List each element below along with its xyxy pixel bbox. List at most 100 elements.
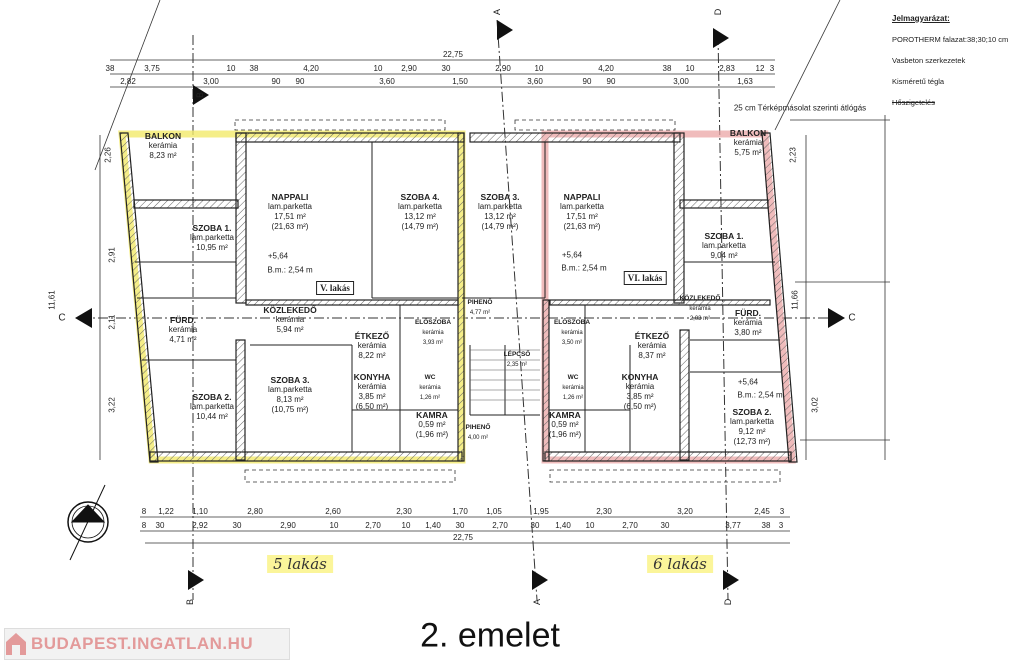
room-name: SZOBA 2.	[192, 392, 232, 402]
room-name: ÉTKEZŐ	[634, 331, 670, 341]
room-name: KÖZLEKEDŐ	[679, 295, 721, 302]
level-mark: +5,64	[267, 251, 289, 261]
room-area: 8,37 m²	[638, 351, 666, 360]
dimension-label: 3,77	[725, 521, 741, 530]
room-floor: kerámia	[625, 382, 655, 391]
legend-item: Hőszigetelés	[892, 98, 935, 107]
room-floor: kerámia	[148, 141, 178, 150]
dimension-label: 1,50	[452, 77, 468, 86]
room-height: B.m.: 2,54 m	[561, 263, 607, 273]
dimension-label: 30	[232, 521, 242, 530]
dimension-label: 3,20	[677, 507, 693, 516]
dimension-label: 30	[155, 521, 165, 530]
section-markers	[75, 20, 845, 590]
dimension-label: 2,82	[120, 77, 136, 86]
dimension-label: 4,20	[303, 64, 319, 73]
dimension-label: 90	[295, 77, 305, 86]
room-name: WC	[424, 374, 436, 381]
dimension-label: 2,83	[719, 64, 735, 73]
room-area: 3,50 m²	[561, 340, 583, 346]
room-floor: kerámia	[357, 341, 387, 350]
room-floor: lam.parketta	[267, 385, 313, 394]
logo-text: BUDAPEST.INGATLAN.HU	[31, 634, 254, 653]
room-area: 3,93 m²	[422, 340, 444, 346]
room-name: KONYHA	[621, 372, 659, 382]
dimension-label: 3,60	[527, 77, 543, 86]
dimension-label: 3,00	[673, 77, 689, 86]
dimension-label: 2,45	[754, 507, 770, 516]
dimension-label: 1,22	[158, 507, 174, 516]
room-floor: kerámia	[422, 330, 444, 336]
room-area: 1,26 m²	[419, 395, 441, 401]
dimension-label: 2,91	[107, 247, 117, 263]
dimension-label: 90	[271, 77, 281, 86]
room-floor: kerámia	[561, 330, 583, 336]
legend-item: POROTHERM falazat:38;30;10 cm	[892, 35, 1009, 44]
room-floor: lam.parketta	[729, 417, 775, 426]
room-label: ELŐSZOBA kerámia 3,50 m²	[554, 318, 590, 348]
dimension-label: 3,00	[203, 77, 219, 86]
dimension-label: 2,23	[788, 147, 798, 163]
section-label-d: D	[713, 8, 723, 16]
room-area: 4,00 m²	[467, 435, 489, 441]
room-area: 4,71 m²	[169, 335, 197, 344]
room-floor: lam.parketta	[189, 233, 235, 242]
room-area: 1,26 m²	[562, 395, 584, 401]
room-area: 8,22 m²	[358, 351, 386, 360]
room-name: SZOBA 1.	[192, 223, 232, 233]
room-floor: lam.parketta	[397, 202, 443, 211]
room-gross: (1,96 m²)	[548, 430, 582, 439]
dimension-label: 90	[582, 77, 592, 86]
room-floor: kerámia	[637, 341, 667, 350]
room-gross: (21,63 m²)	[271, 222, 309, 231]
dimension-label: 22,75	[452, 533, 474, 542]
room-gross: (21,63 m²)	[563, 222, 601, 231]
dimension-label: 2,26	[103, 147, 113, 163]
room-area: 13,12 m²	[484, 212, 516, 221]
north-arrow-icon	[67, 484, 109, 561]
dimension-label: 22,75	[442, 50, 464, 59]
dimension-label: 30	[660, 521, 670, 530]
section-label-c: C	[848, 312, 856, 324]
dimension-label: 10	[226, 64, 236, 73]
room-floor: lam.parketta	[701, 241, 747, 250]
room-floor: kerámia	[275, 315, 305, 324]
room-name: NAPPALI	[563, 192, 601, 202]
room-area: 0,59 m²	[551, 420, 579, 429]
room-name: WC	[567, 374, 579, 381]
dimension-label: 90	[606, 77, 616, 86]
room-floor: lam.parketta	[477, 202, 523, 211]
room-name: PIHENŐ	[467, 299, 493, 306]
section-label-b: B	[185, 598, 195, 606]
dimension-label: 12	[755, 64, 765, 73]
room-gross: (14,79 m²)	[401, 222, 439, 231]
room-area: 9,12 m²	[738, 427, 766, 436]
unit-label-left: V. lakás	[316, 281, 354, 295]
dimension-label: 2,80	[247, 507, 263, 516]
room-name: SZOBA 1.	[704, 231, 744, 241]
dimension-label: 1,95	[533, 507, 549, 516]
room-name: ELŐSZOBA	[553, 319, 591, 326]
dimension-label: 38	[105, 64, 115, 73]
room-floor: kerámia	[357, 382, 387, 391]
dimension-label: 2,11	[107, 314, 117, 330]
dimension-label: 30	[441, 64, 451, 73]
handwritten-note-unit6: 6 lakás	[647, 555, 713, 573]
dimension-label: 11,66	[790, 290, 800, 310]
section-label-a: A	[532, 598, 542, 606]
room-area: 10,95 m²	[196, 243, 228, 252]
room-area: 5,94 m²	[276, 325, 304, 334]
legend: Jelmagyarázat: POROTHERM falazat:38;30;1…	[892, 8, 1008, 113]
room-floor: lam.parketta	[559, 202, 605, 211]
